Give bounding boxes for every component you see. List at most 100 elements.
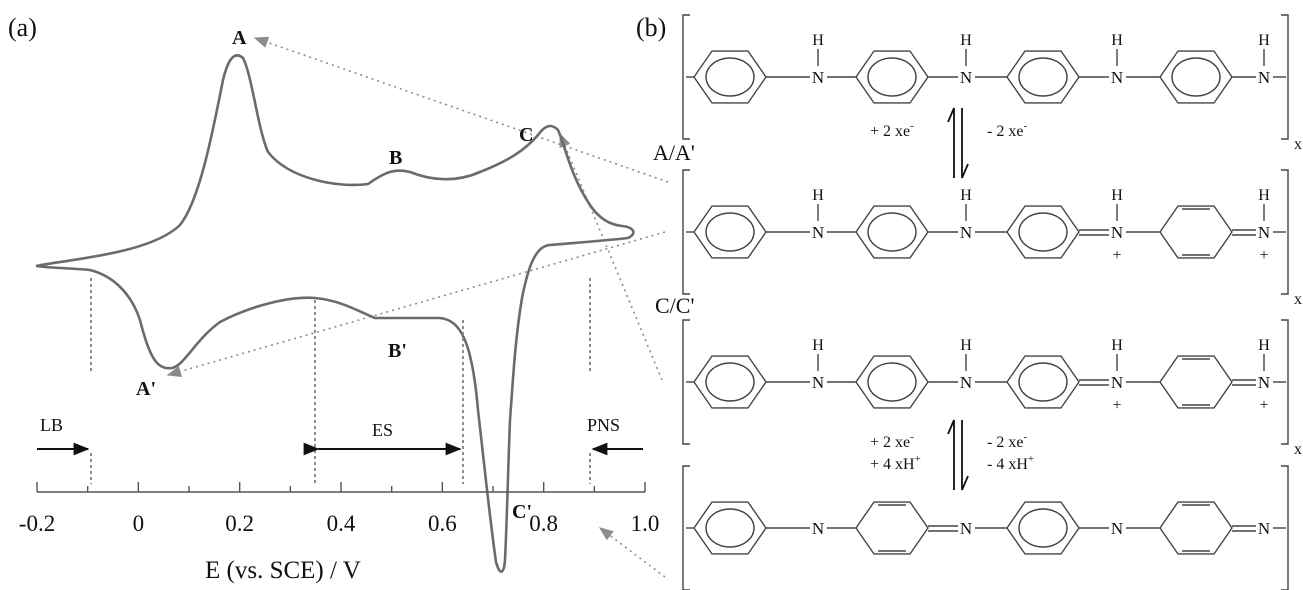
hydrogen-atom: H bbox=[1111, 32, 1123, 49]
aromatic-circle bbox=[867, 212, 917, 252]
nitrogen-atom: N bbox=[812, 373, 824, 392]
aromatic-circle bbox=[867, 362, 917, 402]
positive-charge: + bbox=[1112, 247, 1121, 264]
region-lb-label: LB bbox=[40, 415, 63, 435]
nitrogen-atom: N bbox=[1111, 373, 1123, 392]
cv-curve-anodic bbox=[35, 54, 635, 268]
hydrogen-atom: H bbox=[1111, 187, 1123, 204]
region-boundaries bbox=[90, 278, 591, 484]
benzenoid-ring bbox=[855, 205, 929, 259]
peak-c-prime-label: C' bbox=[512, 501, 532, 523]
benzenoid-ring bbox=[1006, 501, 1080, 555]
aromatic-circle bbox=[705, 212, 755, 252]
peak-c-label: C bbox=[519, 124, 533, 146]
repeat-subscript: x bbox=[1294, 291, 1302, 308]
peak-b-label: B bbox=[389, 147, 402, 169]
quinoid-ring bbox=[855, 501, 929, 555]
nitrogen-atom: N bbox=[960, 519, 972, 538]
aromatic-circle bbox=[867, 57, 917, 97]
x-tick-label: 1.0 bbox=[631, 511, 660, 536]
region-es-label: ES bbox=[372, 420, 393, 440]
nitrogen-atom: N bbox=[812, 68, 824, 87]
aromatic-circle bbox=[1018, 508, 1068, 548]
nitrogen-atom: N bbox=[1258, 223, 1270, 242]
x-axis: -0.2 0 0.2 0.4 0.6 0.8 1.0 E (vs. SCE) / V bbox=[19, 482, 660, 584]
peak-b-prime-label: B' bbox=[388, 340, 407, 362]
step2-back-protons: - 4 xH+ bbox=[987, 453, 1034, 473]
step2-forward-protons: + 4 xH+ bbox=[870, 453, 921, 473]
peak-a-label: A bbox=[232, 27, 247, 49]
bracket-left bbox=[682, 169, 690, 295]
panel-b-label: (b) bbox=[636, 13, 666, 42]
hydrogen-atom: H bbox=[960, 187, 972, 204]
bracket-right bbox=[1281, 169, 1289, 295]
hydrogen-atom: H bbox=[960, 32, 972, 49]
transition-cc-label: C/C' bbox=[655, 293, 694, 318]
bracket-left bbox=[682, 465, 690, 590]
aromatic-circle bbox=[1018, 57, 1068, 97]
transition-aa-label: A/A' bbox=[653, 140, 695, 165]
benzenoid-ring bbox=[693, 205, 767, 259]
aromatic-circle bbox=[705, 508, 755, 548]
aromatic-circle bbox=[1018, 362, 1068, 402]
panel-a: (a) A B C A' B' C' LB ES PNS bbox=[8, 13, 669, 584]
panel-b: (b) A/A' C/C' + 2 xe- - 2 xe- + 2 xe- + … bbox=[636, 13, 1302, 590]
nitrogen-atom: N bbox=[960, 373, 972, 392]
peak-a-prime-label: A' bbox=[136, 378, 156, 400]
bracket-left bbox=[682, 14, 690, 140]
positive-charge: + bbox=[1259, 247, 1268, 264]
nitrogen-atom: N bbox=[1258, 373, 1270, 392]
guide-a-top bbox=[253, 36, 669, 183]
aromatic-circle bbox=[705, 57, 755, 97]
hydrogen-atom: H bbox=[812, 337, 824, 354]
x-tick-label: 0 bbox=[133, 511, 145, 536]
hydrogen-atom: H bbox=[1258, 187, 1270, 204]
benzenoid-ring bbox=[693, 50, 767, 104]
aromatic-circle bbox=[705, 362, 755, 402]
hydrogen-atom: H bbox=[1111, 337, 1123, 354]
benzenoid-ring bbox=[1006, 205, 1080, 259]
quinoid-ring bbox=[1159, 205, 1233, 259]
x-axis-title: E (vs. SCE) / V bbox=[205, 557, 361, 584]
guide-a-bottom bbox=[166, 231, 666, 377]
step1-forward: + 2 xe- bbox=[870, 120, 914, 140]
x-tick-label: 0.6 bbox=[428, 511, 457, 536]
hydrogen-atom: H bbox=[812, 187, 824, 204]
hydrogen-atom: H bbox=[812, 32, 824, 49]
nitrogen-atom: N bbox=[812, 223, 824, 242]
x-tick-label: -0.2 bbox=[19, 511, 55, 536]
bracket-left bbox=[682, 319, 690, 445]
repeat-subscript: x bbox=[1294, 136, 1302, 153]
guide-c-bottom bbox=[598, 527, 666, 578]
bracket-right bbox=[1281, 319, 1289, 445]
aromatic-circle bbox=[1018, 212, 1068, 252]
benzenoid-ring bbox=[1006, 50, 1080, 104]
nitrogen-atom: N bbox=[1111, 223, 1123, 242]
step1-back: - 2 xe- bbox=[987, 120, 1027, 140]
x-tick-label: 0.4 bbox=[327, 511, 356, 536]
hydrogen-atom: H bbox=[960, 337, 972, 354]
repeat-subscript: x bbox=[1294, 441, 1302, 458]
nitrogen-atom: N bbox=[1111, 519, 1123, 538]
step2-forward-electrons: + 2 xe- bbox=[870, 431, 914, 451]
repeat-subscript: x bbox=[1294, 587, 1302, 590]
positive-charge: + bbox=[1259, 397, 1268, 414]
x-tick-label: 0.8 bbox=[529, 511, 558, 536]
x-tick-label: 0.2 bbox=[225, 511, 254, 536]
guide-c-top bbox=[559, 132, 663, 381]
positive-charge: + bbox=[1112, 397, 1121, 414]
nitrogen-atom: N bbox=[1258, 519, 1270, 538]
equilibrium-arrow-1 bbox=[947, 107, 969, 179]
nitrogen-atom: N bbox=[960, 223, 972, 242]
nitrogen-atom: N bbox=[812, 519, 824, 538]
benzenoid-ring bbox=[693, 501, 767, 555]
bracket-right bbox=[1281, 14, 1289, 140]
benzenoid-ring bbox=[855, 50, 929, 104]
aromatic-circle bbox=[1171, 57, 1221, 97]
region-pns-label: PNS bbox=[587, 415, 620, 435]
nitrogen-atom: N bbox=[1258, 68, 1270, 87]
bracket-right bbox=[1281, 465, 1289, 590]
benzenoid-ring bbox=[855, 355, 929, 409]
